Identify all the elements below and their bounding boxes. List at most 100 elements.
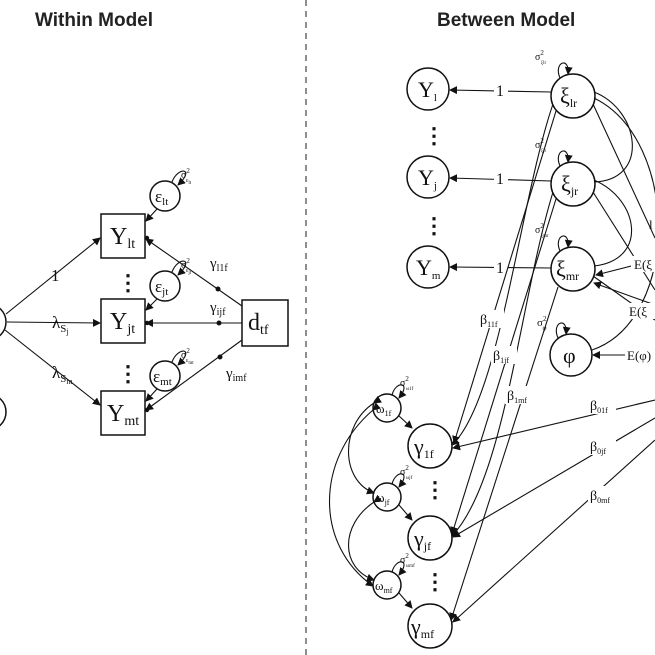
residual-variance-loop-jt (171, 260, 187, 276)
ellipsis-between-y-2: ⋮ (423, 213, 445, 238)
between-label-gamma-mf: γmf (410, 614, 434, 641)
random-slope-dot-lt (215, 286, 221, 292)
between-label-xi-lr: ξlr (560, 83, 577, 110)
xi-variance-loop-mr (557, 235, 573, 252)
covariate-label-d-tf: dtf (248, 310, 269, 338)
beta-label-1mf: β1mf (507, 389, 527, 405)
between-label-gamma-jf: γjf (413, 526, 431, 553)
mean-arrow-xi-2 (593, 281, 655, 306)
label-bg (478, 310, 504, 328)
between-label-xi-jr: ξjr (561, 171, 578, 198)
between-node-y-m (406, 245, 450, 289)
outcome-box-y-mt (100, 390, 146, 436)
label-bg (491, 346, 517, 364)
between-node-y-j (406, 155, 450, 199)
omega-variance-loop-jf (391, 473, 407, 488)
between-label-y-m: Ym (416, 255, 441, 282)
omega-covariance-arc-1 (347, 395, 383, 495)
omega-path-mf (398, 592, 413, 609)
latent-factor-partial-bottom (0, 397, 7, 427)
beta-xi-path-1 (452, 110, 557, 444)
between-node-xi-jr (550, 161, 596, 207)
random-slope-dot-y-lt (144, 235, 150, 241)
residual-epsilon-mt (149, 360, 181, 392)
residual-variance-loop-lt (171, 170, 187, 186)
beta-xi-path-2 (450, 198, 557, 535)
beta-0-path-1f (452, 399, 655, 451)
between-node-gamma-1f (407, 423, 453, 469)
label-bg (631, 256, 655, 272)
xi-path-offscreen-2 (592, 191, 655, 291)
slope-path-lt (145, 238, 243, 307)
between-node-xi-mr (550, 246, 596, 292)
label-bg (588, 486, 618, 504)
xi-variance-loop-jr (557, 150, 573, 167)
residual-label-epsilon-mt: εmt (153, 367, 172, 388)
residual-path-lt (145, 208, 158, 222)
unit-loading-label-j: 1 (496, 171, 504, 188)
slope-path-mt (145, 339, 243, 411)
xi-variance-loop-lr (557, 62, 573, 79)
within-model-title: Within Model (35, 10, 153, 31)
label-bg (627, 303, 655, 319)
label-bg (494, 257, 508, 275)
slope-label-gamma-ijf: γijf (209, 300, 226, 318)
latent-factor-partial-top (0, 307, 7, 337)
omega-variance-loop-1f (391, 384, 407, 399)
beta-label-0mf: β0mf (590, 489, 610, 505)
residual-epsilon-lt (149, 180, 181, 212)
between-node-gamma-jf (407, 515, 453, 561)
residual-variance-loop-mt (171, 350, 187, 366)
omega-variance-loop-mf (391, 561, 407, 576)
random-slope-dot-jt (216, 320, 222, 326)
label-bg (588, 437, 616, 455)
between-node-xi-lr (550, 73, 596, 119)
xi-gamma-extra-path-1 (451, 103, 554, 446)
label-bg (588, 396, 616, 414)
between-label-y-l: Yl (418, 77, 437, 104)
slope-label-gamma-imf: γimf (225, 366, 247, 384)
loading-label-2: λSj (52, 313, 69, 336)
beta-label-11f: β11f (480, 313, 498, 329)
outcome-label-y-jt: Yjt (110, 309, 135, 337)
outcome-label-y-lt: Ylt (110, 224, 135, 252)
outcome-label-y-mt: Ymt (107, 401, 139, 429)
mean-label-xi-1: E(ξ (634, 257, 652, 272)
between-model-title: Between Model (437, 10, 575, 31)
loading-label-3: λSm (52, 363, 73, 386)
xi-covariance-curve-1 (593, 91, 633, 183)
beta-0-path-mf (452, 439, 655, 623)
label-bg (494, 168, 508, 186)
mean-label-xi-2: E(ξ (629, 304, 647, 319)
slope-label-gamma-l1f: γl1f (209, 256, 228, 274)
random-slope-dot-y-mt (144, 407, 150, 413)
ellipsis-within-1: ⋮ (117, 270, 139, 295)
omega-covariance-arc-2 (348, 494, 383, 582)
xi-path-offscreen-1 (592, 103, 655, 239)
mean-label-phi: E(φ) (627, 348, 651, 363)
edge-label-fragment: l (649, 217, 653, 232)
unit-loading-label-l: 1 (496, 83, 504, 100)
beta-label-01f: β01f (590, 399, 608, 415)
within-model: 1 λSj λSm Ylt Yjt Ymt ⋮ ⋮ εlt εjt (0, 167, 289, 436)
ellipsis-between-gamma-2: ⋮ (424, 569, 446, 594)
loading-path-3 (4, 329, 101, 406)
between-node-y-l (406, 67, 450, 111)
residual-label-epsilon-lt: εlt (155, 187, 168, 208)
between-node-gamma-mf (407, 603, 453, 649)
omega-path-1f (398, 415, 413, 429)
random-slope-dot-mt (217, 354, 223, 360)
beta-label-0jf: β0jf (590, 440, 606, 456)
xi-gamma-extra-path-2 (451, 191, 554, 537)
between-label-gamma-1f: γ1f (413, 434, 434, 461)
xi-covariance-curve-3 (591, 97, 655, 351)
